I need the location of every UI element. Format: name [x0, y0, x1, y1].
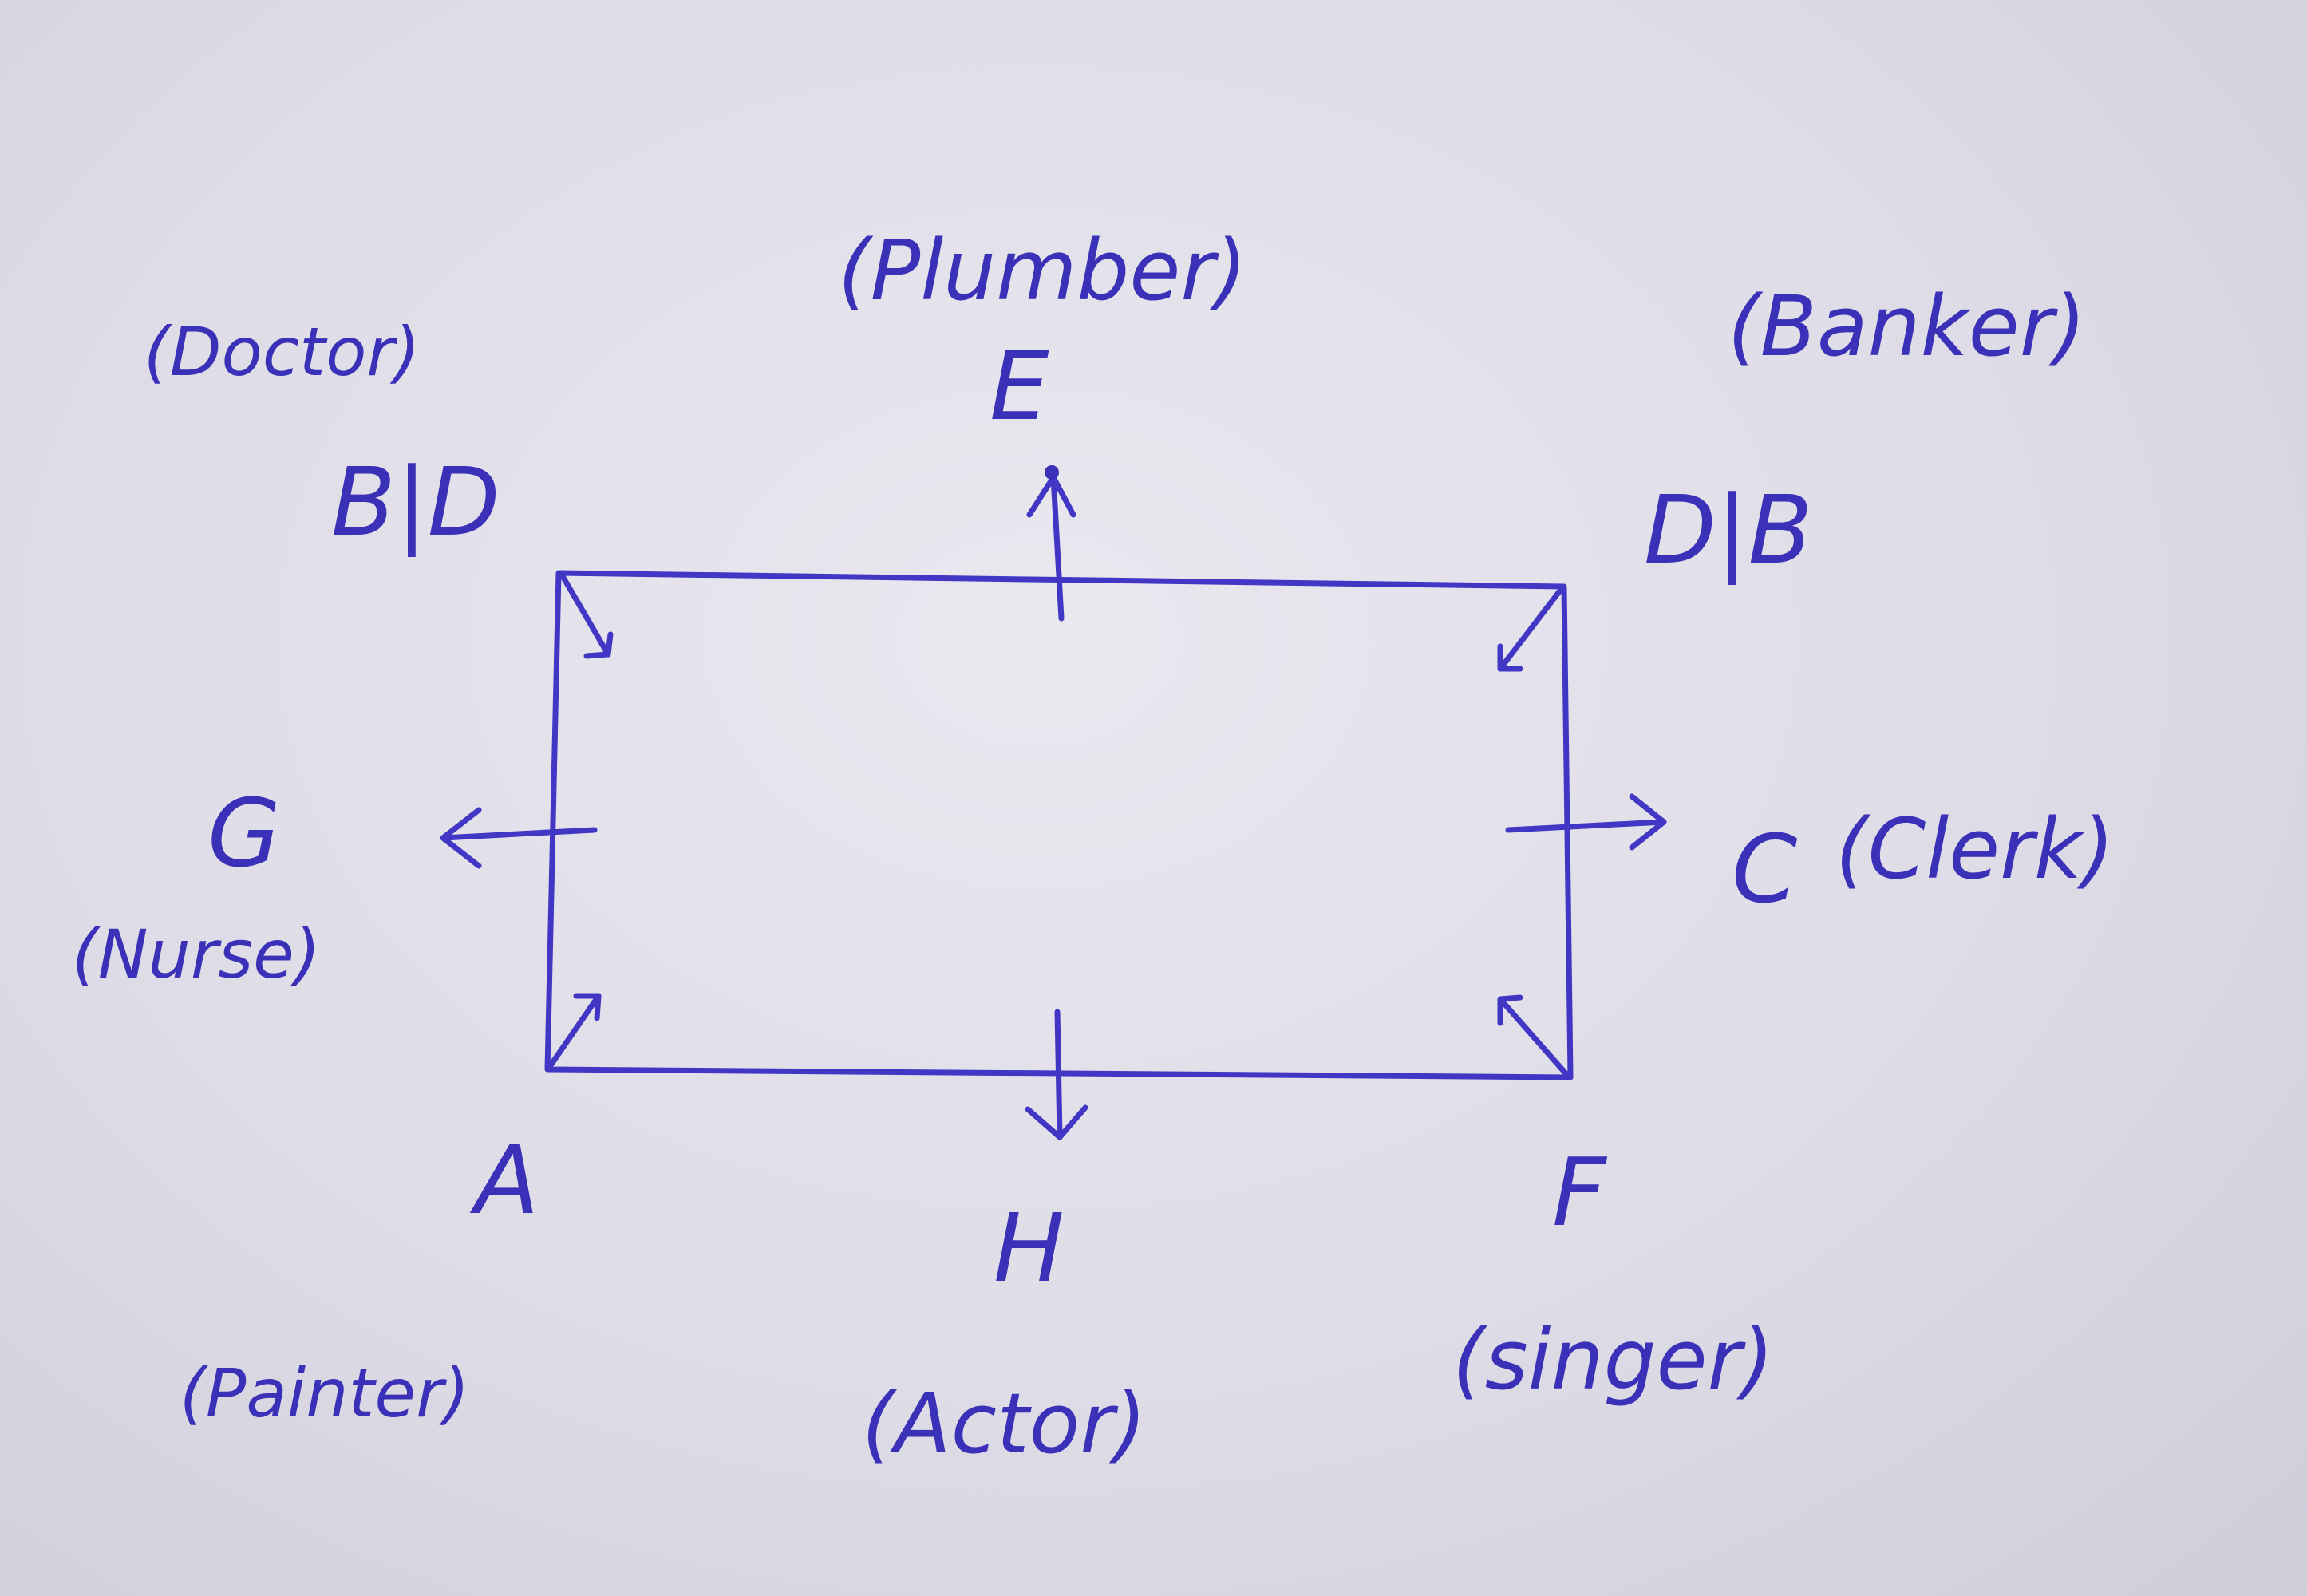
label-job-bottom-left: (Painter) [180, 1354, 469, 1432]
label-letter-top-right: D|B [1644, 475, 1813, 585]
label-letter-top-mid: E [990, 331, 1049, 441]
label-letter-left-mid: G [207, 778, 280, 888]
label-job-top-left: (Doctor) [144, 313, 421, 391]
arrow-down-bottom-mid [1025, 1009, 1088, 1140]
arrow-up-top-mid [1026, 465, 1076, 622]
arrow-left-left-mid [440, 807, 598, 869]
label-letter-bottom-left: A [469, 1125, 539, 1235]
label-job-top-mid: (Plumber) [838, 222, 1247, 319]
arrow-right-right-mid [1505, 793, 1667, 851]
corner-arrow-bottom-left [547, 993, 602, 1069]
label-letter-bottom-right: F [1552, 1137, 1608, 1247]
label-job-bottom-right: (singer) [1452, 1311, 1774, 1408]
label-job-left-mid: (Nurse) [72, 915, 321, 994]
label-job-bottom-mid: (Actor) [862, 1375, 1147, 1472]
table-rectangle [544, 570, 1574, 1080]
label-letter-top-left: B|D [331, 447, 500, 557]
label-letter-right-mid: C [1732, 814, 1797, 924]
label-letter-bottom-mid: H [994, 1193, 1065, 1303]
corner-arrow-bottom-right [1497, 994, 1569, 1077]
label-job-right-mid: (Clerk) [1835, 800, 2115, 898]
corner-arrow-top-left [559, 573, 614, 659]
label-job-top-right: (Banker) [1728, 278, 2086, 375]
corner-arrow-top-right [1497, 587, 1563, 672]
